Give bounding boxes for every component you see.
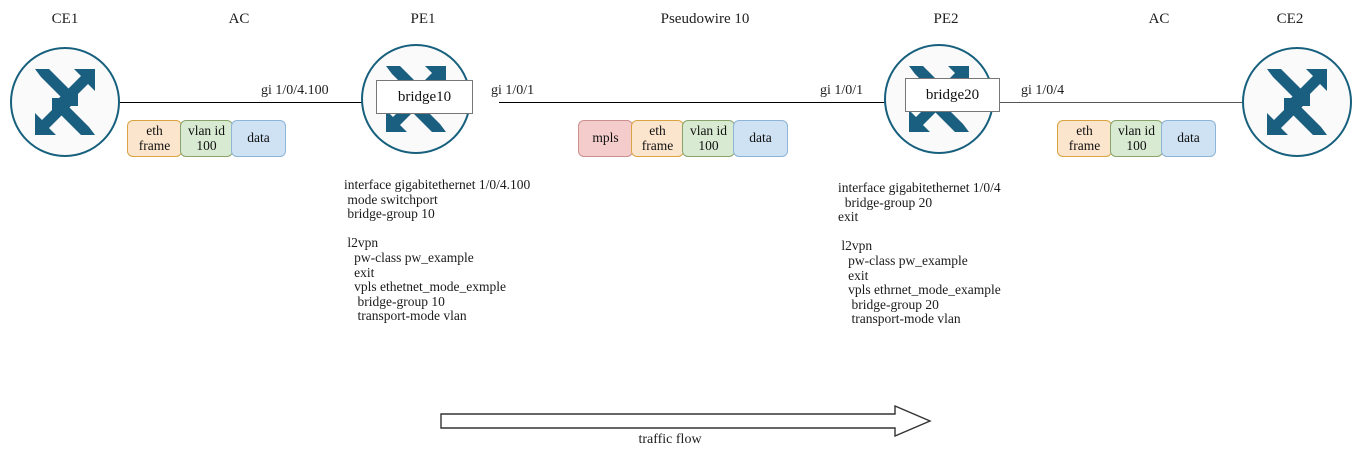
packet-segment-line: frame <box>1068 137 1101 153</box>
zone-label-ce1: CE1 <box>51 11 79 27</box>
bridge-box-pe2: bridge20 <box>905 78 1000 112</box>
packet-segment-eth-frame: eth frame <box>127 120 182 158</box>
config-block-pe2: interface gigabitethernet 1/0/4 bridge-g… <box>838 180 1001 327</box>
packet-ac-right: eth frame vlan id 100 data <box>1057 120 1216 158</box>
iface-label-gi-1-0-4: gi 1/0/4 <box>1021 83 1065 98</box>
zone-label-pe2: PE2 <box>933 11 959 27</box>
packet-segment-line: 100 <box>698 137 719 153</box>
packet-segment-line: eth <box>649 123 666 138</box>
packet-segment-data: data <box>231 120 286 158</box>
packet-segment-vlan-id: vlan id 100 <box>682 120 735 158</box>
iface-label-gi-1-0-4-100: gi 1/0/4.100 <box>261 83 329 98</box>
packet-segment-eth-frame: eth frame <box>1057 120 1112 158</box>
iface-label-pe2-core: gi 1/0/1 <box>820 83 864 98</box>
link-pe1-to-pe2 <box>499 102 919 103</box>
node-pe2[interactable]: bridge20 <box>884 44 1000 154</box>
zone-label-pseudowire: Pseudowire 10 <box>660 11 750 27</box>
router-icon <box>35 69 95 135</box>
packet-segment-line: data <box>247 130 270 146</box>
router-icon <box>1267 69 1327 135</box>
zone-label-ac-left: AC <box>228 11 250 27</box>
node-ce1[interactable] <box>10 47 120 157</box>
zone-label-ce2: CE2 <box>1276 11 1304 27</box>
packet-segment-mpls: mpls <box>578 120 633 158</box>
packet-ac-left: eth frame vlan id 100 data <box>127 120 286 158</box>
packet-segment-line: data <box>1177 130 1200 146</box>
packet-segment-line: vlan id <box>689 123 728 138</box>
traffic-flow-label: traffic flow <box>638 432 702 447</box>
packet-segment-eth-frame: eth frame <box>631 120 684 158</box>
packet-segment-line: 100 <box>1126 137 1147 153</box>
iface-label-pe1-core: gi 1/0/1 <box>491 83 535 98</box>
zone-label-pe1: PE1 <box>410 11 436 27</box>
traffic-flow-arrow <box>440 405 932 437</box>
packet-segment-vlan-id: vlan id 100 <box>1110 120 1163 158</box>
packet-segment-line: 100 <box>196 137 217 153</box>
packet-segment-vlan-id: vlan id 100 <box>180 120 233 158</box>
packet-pseudowire: mpls eth frame vlan id 100 data <box>578 120 788 158</box>
link-ce1-to-pe1 <box>112 102 384 103</box>
packet-segment-line: vlan id <box>187 123 226 138</box>
packet-segment-line: mpls <box>592 130 619 146</box>
config-block-pe1: interface gigabitethernet 1/0/4.100 mode… <box>344 177 531 324</box>
packet-segment-line: data <box>749 130 772 146</box>
bridge-box-pe1: bridge10 <box>376 80 473 114</box>
packet-segment-data: data <box>1161 120 1216 158</box>
packet-segment-data: data <box>733 120 788 158</box>
node-ce2[interactable] <box>1242 47 1352 157</box>
packet-segment-line: eth <box>1076 123 1093 138</box>
packet-segment-line: frame <box>641 137 674 153</box>
packet-segment-line: eth <box>146 123 163 138</box>
packet-segment-line: vlan id <box>1117 123 1156 138</box>
link-pe2-to-ce2 <box>950 102 1250 103</box>
packet-segment-line: frame <box>138 137 171 153</box>
zone-label-ac-right: AC <box>1148 11 1170 27</box>
node-pe1[interactable]: bridge10 <box>361 44 473 154</box>
